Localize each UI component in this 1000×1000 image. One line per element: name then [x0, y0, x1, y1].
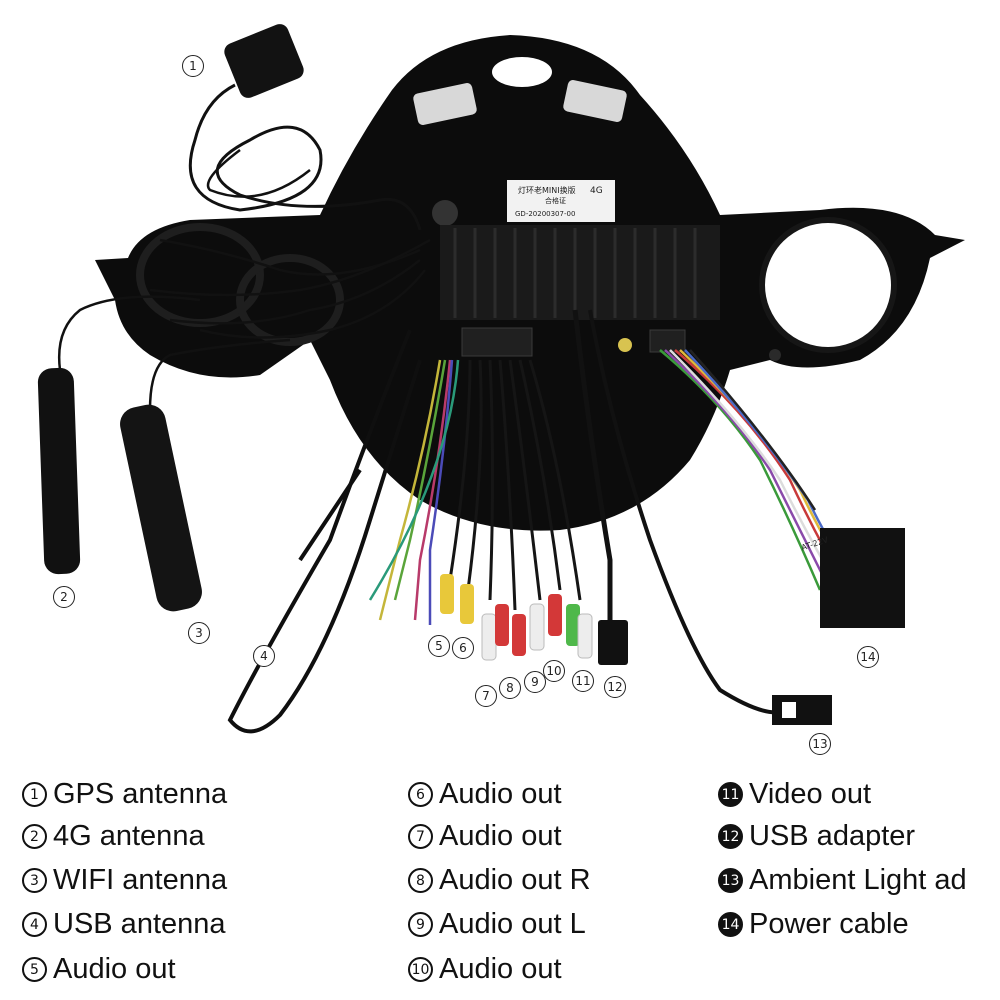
callout-4: 4 [253, 645, 275, 667]
callout-3: 3 [188, 622, 210, 644]
legend-item: 2 4G antenna [22, 820, 205, 853]
legend-item: 10 Audio out [408, 953, 562, 986]
callout-12: 12 [604, 676, 626, 698]
usb-adapter-cable [572, 309, 628, 665]
legend-item: 3 WIFI antenna [22, 864, 227, 897]
callout-6: 6 [452, 637, 474, 659]
legend-text: Video out [749, 778, 872, 810]
callout-8: 8 [499, 677, 521, 699]
legend-item: 9 Audio out L [408, 908, 586, 941]
legend-item: 12 USB adapter [718, 820, 915, 853]
legend-item: 13 Ambient Light ad [718, 864, 967, 897]
legend-item: 7 Audio out [408, 820, 562, 853]
legend-item: 5 Audio out [22, 953, 176, 986]
legend-text: Audio out [439, 820, 562, 852]
legend-number: 8 [408, 868, 433, 893]
legend-number: 9 [408, 912, 433, 937]
callout-2: 2 [53, 586, 75, 608]
legend-item: 4 USB antenna [22, 908, 226, 941]
legend-item: 8 Audio out R [408, 864, 591, 897]
unit-label-line1: 灯环老MINI换版 [518, 185, 576, 195]
callout-9: 9 [524, 671, 546, 693]
rca-connectors [440, 574, 593, 661]
legend-number: 2 [22, 824, 47, 849]
callout-13: 13 [809, 733, 831, 755]
legend-item: 1 GPS antenna [22, 778, 227, 811]
legend-number: 11 [718, 782, 743, 807]
legend-text: Audio out R [439, 864, 591, 896]
unit-housing: 灯环老MINI换版 4G 合格证 GD-20200307-00 [95, 35, 965, 531]
legend-text: Audio out [53, 953, 176, 985]
legend-number: 5 [22, 957, 47, 982]
callout-14: 14 [857, 646, 879, 668]
legend-text: USB antenna [53, 908, 226, 940]
legend-text: USB adapter [749, 820, 916, 852]
legend-text: Audio out [439, 778, 562, 810]
legend-text: GPS antenna [53, 778, 228, 810]
callout-7: 7 [475, 685, 497, 707]
callout-5: 5 [428, 635, 450, 657]
legend-number: 13 [718, 868, 743, 893]
legend-number: 7 [408, 824, 433, 849]
legend-text: Audio out [439, 953, 562, 985]
legend-number: 4 [22, 912, 47, 937]
unit-label-line2: 合格证 [545, 196, 566, 205]
legend: 1 GPS antenna 2 4G antenna 3 WIFI antenn… [0, 768, 1000, 1000]
wifi-antenna [120, 338, 291, 612]
unit-label-serial: GD-20200307-00 [515, 210, 575, 218]
legend-item: 14 Power cable [718, 908, 909, 941]
unit-label-badge: 4G [590, 186, 603, 196]
callout-11: 11 [572, 670, 594, 692]
legend-number: 1 [22, 782, 47, 807]
gps-antenna [188, 24, 422, 231]
legend-item: 6 Audio out [408, 778, 562, 811]
legend-text: 4G antenna [53, 820, 205, 852]
power-connector [820, 528, 905, 628]
legend-item: 11 Video out [718, 778, 871, 811]
legend-number: 12 [718, 824, 743, 849]
legend-text: Power cable [749, 908, 909, 940]
legend-text: WIFI antenna [53, 864, 228, 896]
legend-number: 3 [22, 868, 47, 893]
legend-text: Ambient Light ad [749, 864, 967, 896]
4g-antenna [37, 295, 201, 575]
ambient-light-cable [588, 309, 832, 725]
callout-10: 10 [543, 660, 565, 682]
legend-number: 6 [408, 782, 433, 807]
legend-number: 14 [718, 912, 743, 937]
product-photo: 灯环老MINI换版 4G 合格证 GD-20200307-00 [37, 24, 965, 734]
callout-1: 1 [182, 55, 204, 77]
legend-text: Audio out L [439, 908, 586, 940]
usb-antenna [227, 329, 422, 734]
legend-number: 10 [408, 957, 433, 982]
